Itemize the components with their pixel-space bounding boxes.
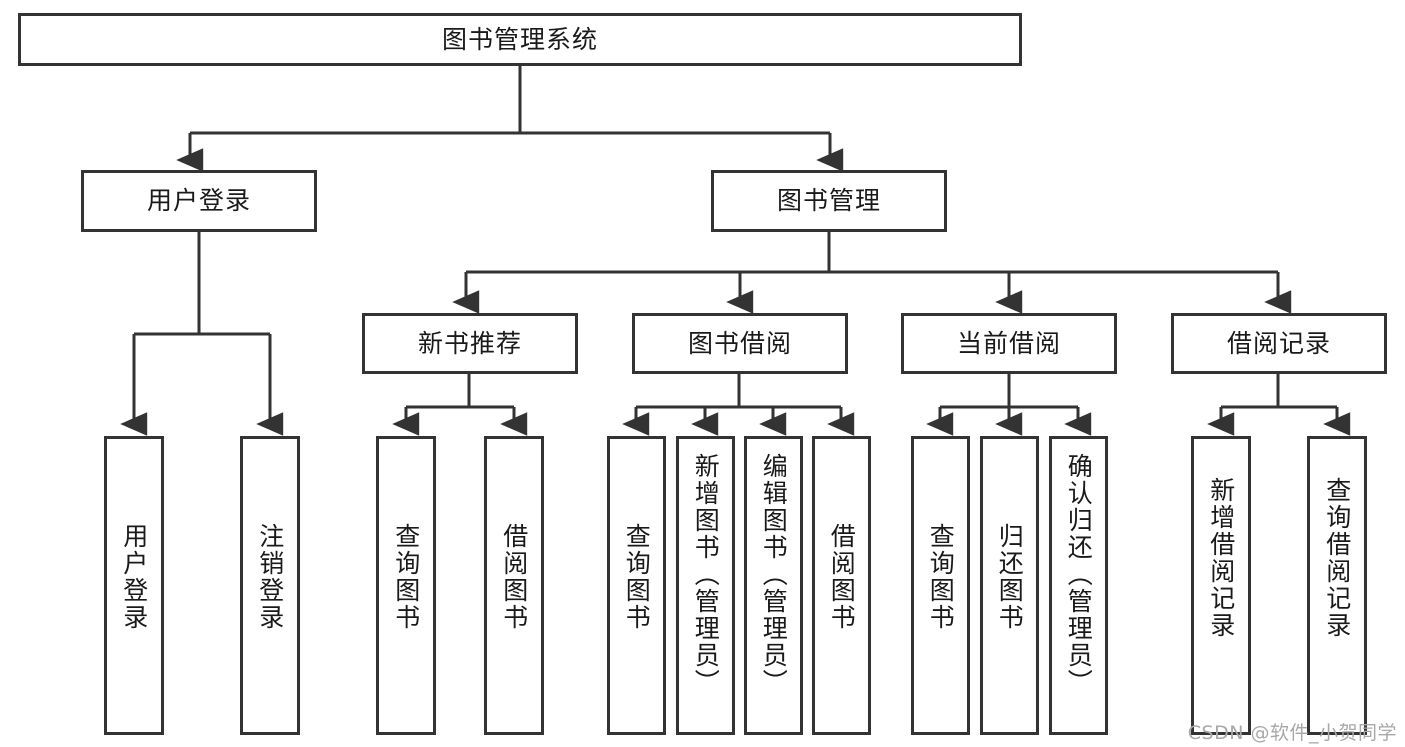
node-leaf-label: 确认归还（管理员） bbox=[1064, 453, 1094, 696]
node-leaf-label: 查询图书 bbox=[926, 523, 956, 631]
node-leaf-borrow-record-2[interactable]: 查询借阅记录 bbox=[1307, 436, 1367, 735]
node-leaf-label: 查询借阅记录 bbox=[1322, 477, 1352, 639]
node-root[interactable]: 图书管理系统 bbox=[18, 13, 1022, 66]
node-leaf-label: 查询图书 bbox=[391, 523, 421, 631]
watermark-text: CSDN @软件_小贺同学 bbox=[1187, 722, 1397, 744]
node-leaf-user-login-1[interactable]: 用户登录 bbox=[104, 436, 164, 735]
node-leaf-label: 用户登录 bbox=[119, 523, 149, 631]
node-root-label: 图书管理系统 bbox=[441, 24, 598, 54]
node-book-management-label: 图书管理 bbox=[776, 186, 881, 216]
node-borrow-record[interactable]: 借阅记录 bbox=[1171, 313, 1387, 374]
node-leaf-label: 注销登录 bbox=[255, 523, 285, 631]
node-user-login[interactable]: 用户登录 bbox=[81, 170, 317, 232]
node-leaf-new-book-1[interactable]: 查询图书 bbox=[376, 436, 436, 735]
node-book-borrow-label: 图书借阅 bbox=[687, 328, 792, 358]
node-leaf-new-book-2[interactable]: 借阅图书 bbox=[484, 436, 544, 735]
node-leaf-current-borrow-2[interactable]: 归还图书 bbox=[980, 436, 1039, 735]
node-leaf-label: 新增借阅记录 bbox=[1206, 477, 1236, 639]
node-leaf-label: 新增图书（管理员） bbox=[691, 453, 721, 696]
node-leaf-book-borrow-1[interactable]: 查询图书 bbox=[607, 436, 666, 735]
node-book-management[interactable]: 图书管理 bbox=[711, 170, 947, 232]
node-new-book-recommend[interactable]: 新书推荐 bbox=[362, 313, 578, 374]
node-borrow-record-label: 借阅记录 bbox=[1226, 328, 1331, 358]
node-current-borrow-label: 当前借阅 bbox=[956, 328, 1061, 358]
node-leaf-label: 查询图书 bbox=[622, 523, 652, 631]
node-leaf-label: 归还图书 bbox=[995, 523, 1025, 631]
node-leaf-book-borrow-3[interactable]: 编辑图书（管理员） bbox=[744, 436, 803, 735]
node-leaf-label: 借阅图书 bbox=[827, 523, 857, 631]
node-leaf-label: 编辑图书（管理员） bbox=[759, 453, 789, 696]
node-user-login-label: 用户登录 bbox=[146, 186, 251, 216]
node-leaf-book-borrow-4[interactable]: 借阅图书 bbox=[812, 436, 871, 735]
node-leaf-book-borrow-2[interactable]: 新增图书（管理员） bbox=[676, 436, 735, 735]
node-new-book-recommend-label: 新书推荐 bbox=[417, 328, 522, 358]
node-book-borrow[interactable]: 图书借阅 bbox=[632, 313, 848, 374]
node-leaf-borrow-record-1[interactable]: 新增借阅记录 bbox=[1191, 436, 1251, 735]
node-leaf-current-borrow-3[interactable]: 确认归还（管理员） bbox=[1049, 436, 1108, 735]
node-current-borrow[interactable]: 当前借阅 bbox=[901, 313, 1117, 374]
node-leaf-user-login-2[interactable]: 注销登录 bbox=[240, 436, 300, 735]
node-leaf-current-borrow-1[interactable]: 查询图书 bbox=[911, 436, 970, 735]
node-leaf-label: 借阅图书 bbox=[499, 523, 529, 631]
